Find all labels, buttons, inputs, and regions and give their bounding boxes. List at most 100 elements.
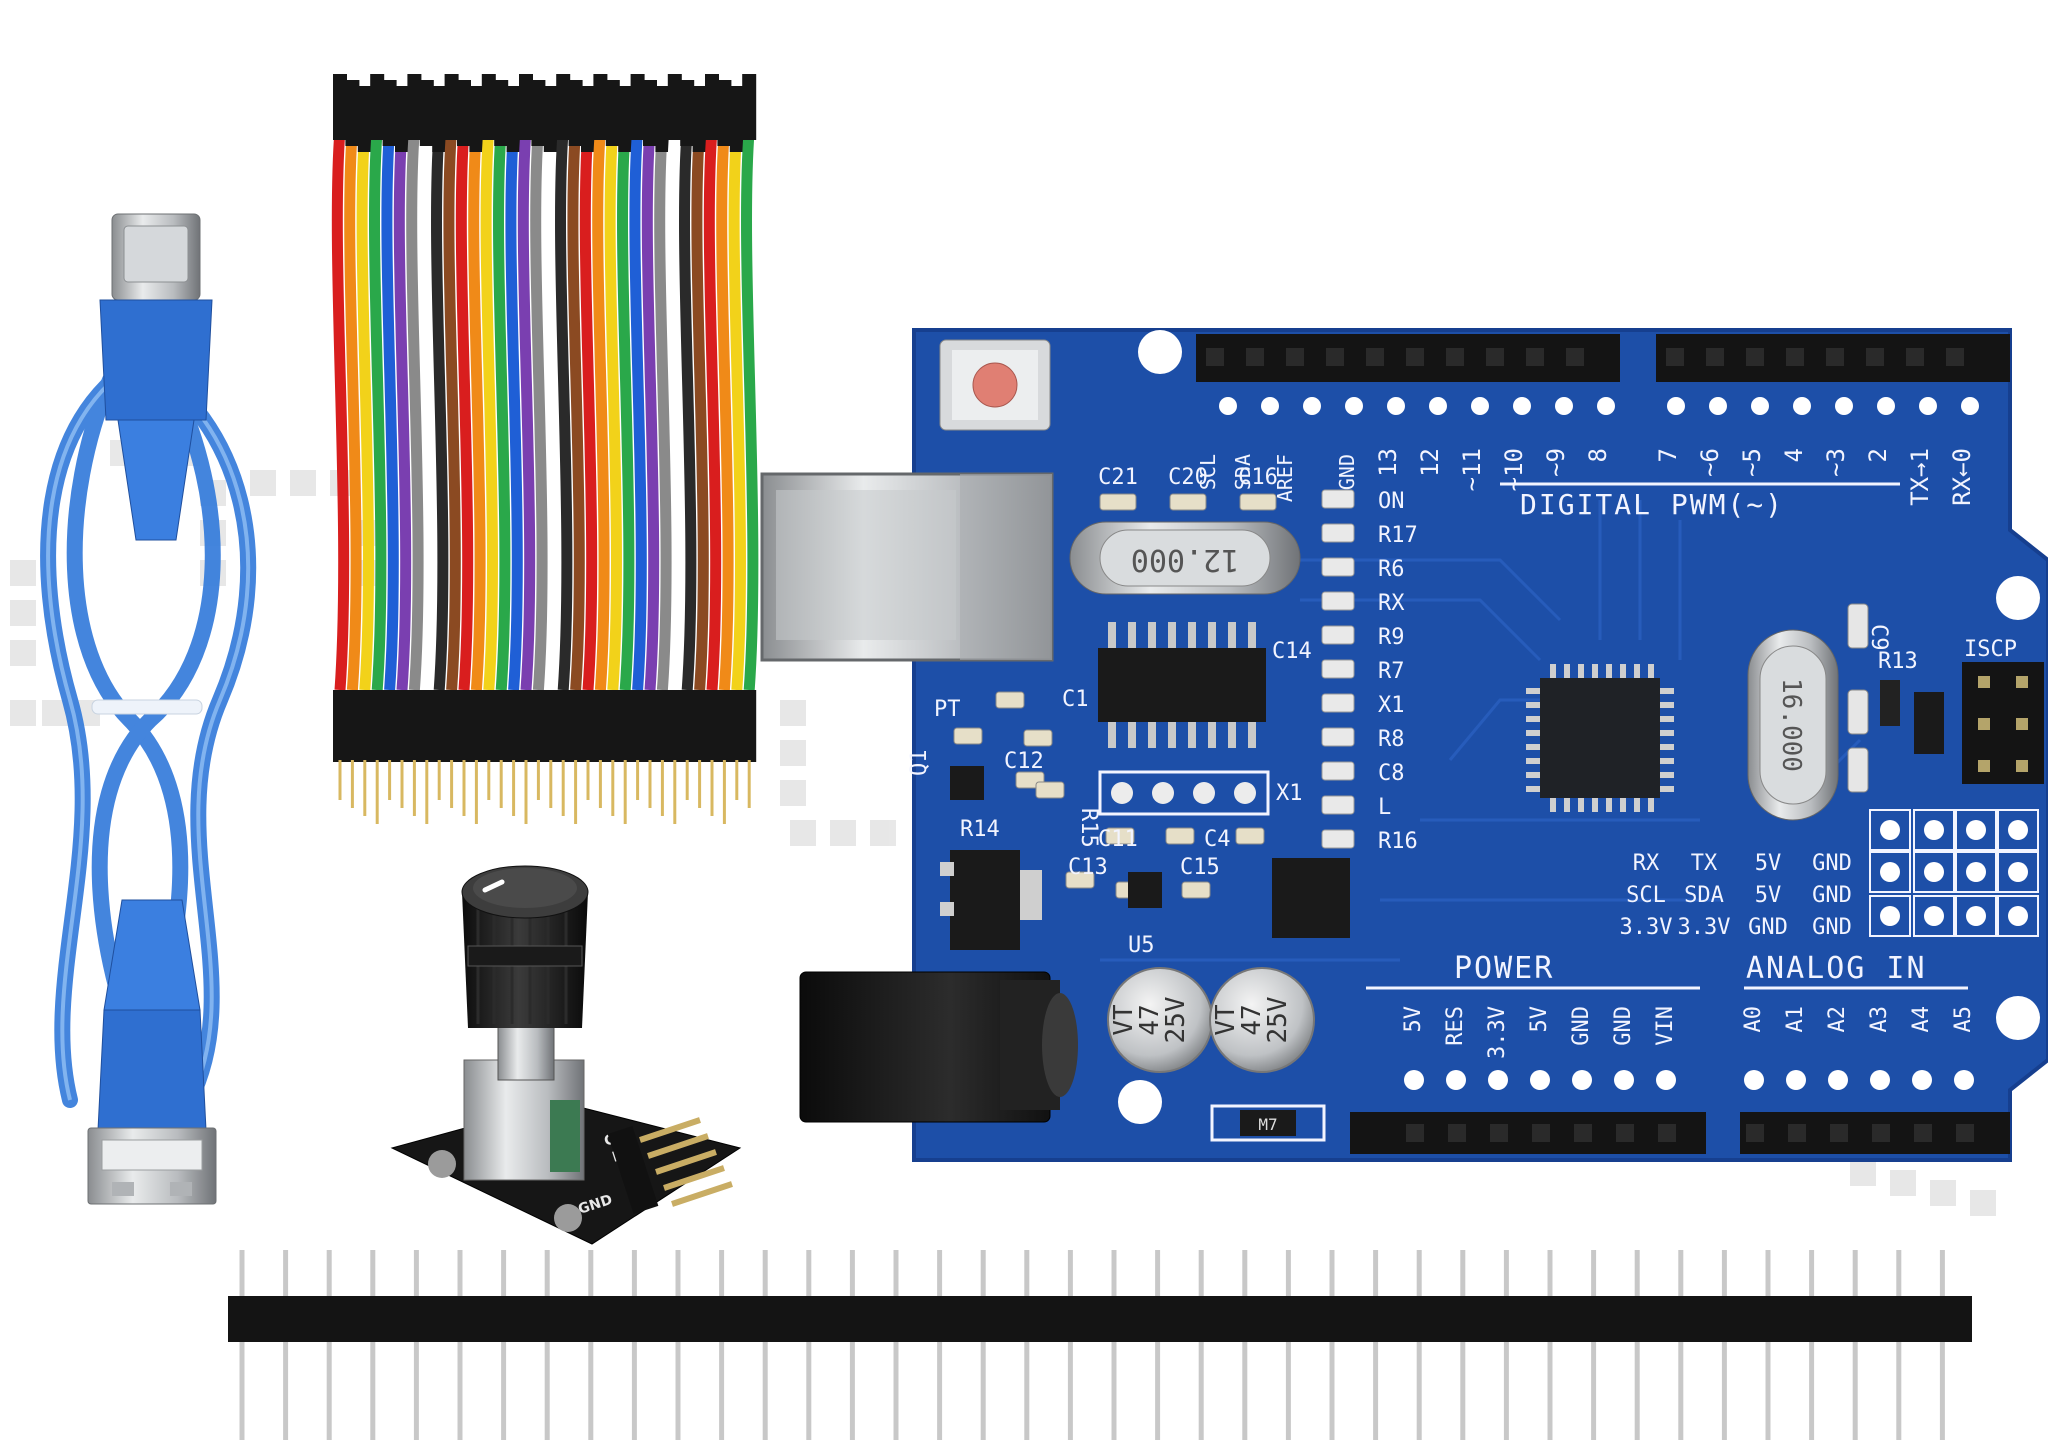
header-pad <box>1954 1070 1974 1090</box>
chip-pin <box>1248 622 1256 648</box>
component-label: R14 <box>960 817 1000 842</box>
chip-pin <box>1526 688 1540 694</box>
header-socket <box>1616 1124 1634 1142</box>
chip-pin <box>1660 716 1674 722</box>
jumper-housing-bottom <box>407 690 422 762</box>
smd-cap <box>1099 493 1137 511</box>
led-label: R6 <box>1378 557 1405 582</box>
smd-part <box>1023 729 1053 747</box>
header-socket <box>1326 348 1344 366</box>
header-socket <box>1448 1124 1466 1142</box>
jumper-housing-top <box>407 74 422 140</box>
header-socket <box>1956 1124 1974 1142</box>
grid-pad <box>1924 820 1944 840</box>
jumper-housing-top <box>618 86 633 152</box>
digital-pin-label: TX→1 <box>1906 448 1934 506</box>
smd-part <box>1165 827 1195 845</box>
jumper-housing-bottom <box>494 690 509 762</box>
chip-pin <box>1526 786 1540 792</box>
jumper-housing-bottom <box>457 690 471 762</box>
chip-pin <box>1208 722 1216 748</box>
header-socket <box>1830 1124 1848 1142</box>
smd-part <box>1321 727 1355 747</box>
header-pad <box>1572 1070 1592 1090</box>
jumper-housing-top <box>531 80 546 146</box>
cap-label: C16 <box>1238 465 1278 490</box>
smd-part <box>1321 829 1355 849</box>
grid-pad <box>1966 862 1986 882</box>
capacitor-marking: VT <box>1109 1004 1139 1036</box>
header-socket <box>1786 348 1804 366</box>
jumper-housing-bottom <box>481 690 496 762</box>
capacitor-marking: 25V <box>1263 997 1293 1044</box>
header-socket <box>1486 348 1504 366</box>
grid-cell <box>1955 895 1997 937</box>
smd-part <box>1321 693 1355 713</box>
icsp-label: 3.3V <box>1678 915 1731 940</box>
chip-pin <box>1660 758 1674 764</box>
chip-pin <box>1606 798 1612 812</box>
jumper-housing-top <box>432 86 447 152</box>
header-socket <box>1746 1124 1764 1142</box>
usb-b-socket <box>760 472 1054 662</box>
component-label: C4 <box>1204 827 1231 852</box>
header-pad <box>1744 1070 1764 1090</box>
jumper-housing-top <box>667 74 682 140</box>
jumper-housing-top <box>395 86 409 152</box>
chip-pin <box>1592 664 1598 678</box>
jumper-housing-bottom <box>382 690 397 762</box>
label-power: POWER <box>1454 951 1554 986</box>
diode-m7: M7 <box>1210 1104 1326 1142</box>
grid-cell <box>1869 895 1911 937</box>
jumper-wire <box>344 129 362 691</box>
component-label: R13 <box>1878 649 1918 674</box>
jumper-wire <box>505 129 523 691</box>
chip-pin <box>1648 798 1654 812</box>
jumper-housing-top <box>568 80 583 146</box>
jumper-housing-bottom <box>630 690 645 762</box>
jumper-housing-bottom <box>444 690 459 762</box>
component-label: ISCP <box>1964 637 2017 662</box>
jumper-housing-top <box>655 86 670 152</box>
icsp-label: GND <box>1812 915 1852 940</box>
header-pad <box>1404 1070 1424 1090</box>
jumper-housing-top <box>382 80 397 146</box>
jumper-housing-bottom <box>643 690 657 762</box>
jumper-housing-bottom <box>469 690 484 762</box>
header-socket <box>1406 348 1424 366</box>
smd-cap <box>1169 493 1207 511</box>
icsp-label: TX <box>1691 851 1718 876</box>
iscp-header <box>1962 662 2044 784</box>
analog-pin-label: A5 <box>1951 1006 1976 1033</box>
jumper-housing-top <box>519 74 533 140</box>
chip-pin <box>1578 664 1584 678</box>
smd-part <box>995 691 1025 709</box>
jumper-wire <box>629 129 647 691</box>
chip-pin <box>1228 722 1236 748</box>
jumper-wire <box>703 129 722 691</box>
digital-pin-label: ~3 <box>1822 448 1850 477</box>
analog-pin-label: A4 <box>1909 1006 1934 1033</box>
power-pin-label: 5V <box>1527 1006 1552 1033</box>
component-label: C14 <box>1272 639 1312 664</box>
header-socket <box>1706 348 1724 366</box>
jumper-wire <box>604 129 622 691</box>
analog-pin-label: A0 <box>1741 1006 1766 1033</box>
jumper-wire <box>393 129 412 691</box>
header-socket <box>1658 1124 1676 1142</box>
smd-cap <box>1239 493 1277 511</box>
chip-pin <box>1578 798 1584 812</box>
usb-cable <box>40 213 257 1205</box>
jumper-wire <box>381 129 399 691</box>
smd-part <box>1235 827 1265 845</box>
label-analog-in: ANALOG IN <box>1746 951 1927 986</box>
led-label: X1 <box>1378 693 1405 718</box>
jumper-housing-bottom <box>742 690 757 762</box>
jumper-housing-top <box>605 80 620 146</box>
jumper-housing-top <box>345 80 360 146</box>
chip-pin <box>1660 688 1674 694</box>
jumper-housing-top <box>556 74 571 140</box>
smd-part <box>1321 625 1355 645</box>
jumper-housing-bottom <box>729 690 744 762</box>
